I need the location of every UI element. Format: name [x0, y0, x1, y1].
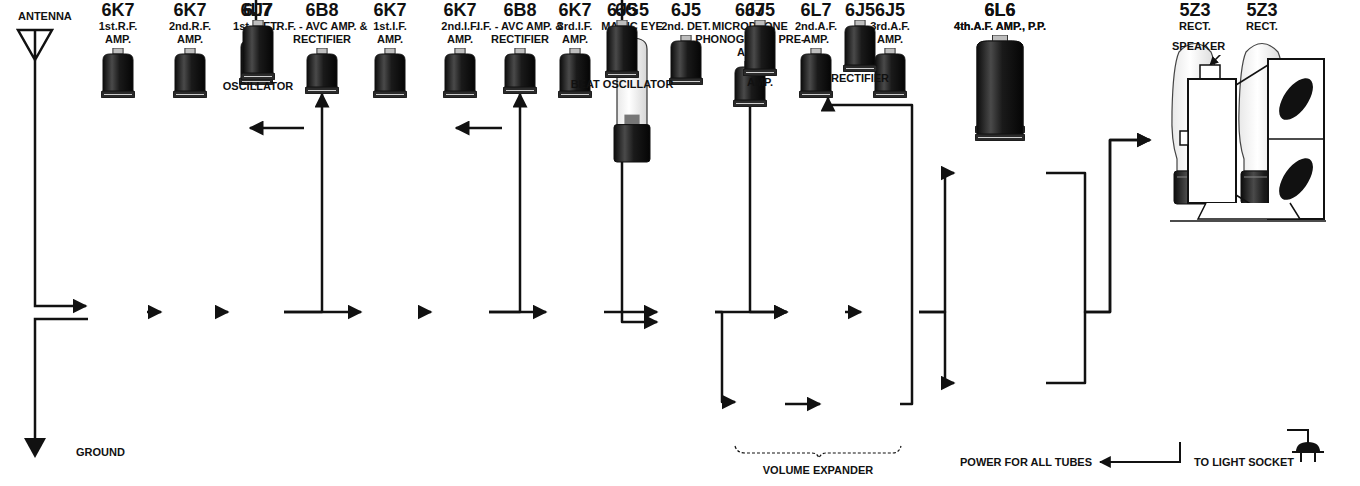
tube-function: SPEAKER	[1172, 40, 1225, 55]
tube-symbol	[558, 48, 592, 98]
tube-symbol	[101, 48, 135, 98]
tube-function: AMP.	[735, 76, 785, 91]
signal-connector	[419, 311, 431, 314]
tube-type: 6K7	[173, 0, 206, 20]
signal-connector	[828, 98, 912, 404]
note-label: GROUND	[74, 446, 127, 459]
signal-connector	[219, 311, 228, 314]
antenna-lead	[35, 60, 86, 306]
tube-type: 6J7	[243, 0, 273, 20]
signal-connector	[1046, 140, 1150, 383]
tube-function: 2nd.R.F. AMP.	[161, 20, 219, 48]
tube-type: 5Z3	[1246, 0, 1277, 20]
tube-type: 6L6	[984, 0, 1015, 20]
plug-prongs	[1292, 452, 1324, 462]
note-label: ANTENNA	[16, 10, 74, 23]
tube-node: 6K72nd.I.F. AMP.	[431, 0, 489, 98]
tube-symbol	[743, 20, 777, 76]
tube-symbol	[669, 35, 703, 85]
tube-node: 6K72nd.R.F. AMP.	[161, 0, 219, 98]
speaker-symbol	[1150, 55, 1330, 227]
tube-function: 1st.R.F. AMP.	[89, 20, 147, 48]
tube-symbol	[443, 48, 477, 98]
plug-symbol	[1296, 442, 1320, 452]
signal-connector	[845, 311, 861, 314]
tube-type: 6B8	[503, 0, 536, 20]
tube-node: 6J7OSCILLATOR	[213, 0, 303, 95]
tube-function: BEAT OSCILLATOR	[566, 78, 678, 93]
signal-connector	[604, 311, 657, 314]
note-label: TO LIGHT SOCKET	[1192, 456, 1296, 469]
avc-output-arrow	[250, 127, 304, 130]
ground-symbol	[24, 438, 46, 458]
tube-type: 6K7	[101, 0, 134, 20]
tube-function: RECTIFIER	[820, 72, 900, 87]
tube-node: 6K71st.R.F. AMP.	[89, 0, 147, 98]
ground-lead	[35, 319, 88, 440]
tube-type: 6K7	[558, 0, 591, 20]
note-label: POWER FOR ALL TUBES	[958, 456, 1094, 469]
tube-node: 6J52nd. DET.	[657, 0, 715, 85]
tube-function: RECT.	[1232, 20, 1292, 35]
tube-symbol	[843, 20, 877, 72]
plug-cord	[1287, 430, 1308, 444]
signal-connector	[489, 94, 520, 312]
tube-function: 2nd. DET.	[657, 20, 715, 35]
tube-node: 6J5RECTIFIER	[820, 0, 900, 87]
tube-symbol	[503, 48, 537, 94]
tube-type: 6B8	[305, 0, 338, 20]
speaker-node: SPEAKER	[1150, 40, 1330, 227]
signal-connector	[1046, 140, 1150, 312]
tube-symbol	[241, 20, 275, 80]
signal-connector	[147, 311, 161, 314]
group-bracket	[735, 446, 901, 458]
tube-node: 6K71st.I.F. AMP.	[361, 0, 419, 98]
signal-connector	[750, 107, 787, 312]
tube-function: R.F. - AVC AMP. & RECTIFIER	[261, 20, 383, 48]
tube-node: 6B8R.F. - AVC AMP. & RECTIFIER	[261, 0, 383, 94]
tube-type: 6K7	[443, 0, 476, 20]
signal-connector	[715, 312, 735, 402]
tube-type: 6J5	[875, 0, 905, 20]
tube-node: 6J5BEAT OSCILLATOR	[566, 0, 678, 93]
tube-function: 1st.I.F. AMP.	[361, 20, 419, 48]
tube-node: 6L64th.A.F. AMP., P.P.	[954, 0, 1046, 141]
signal-connector	[919, 312, 954, 383]
tube-symbol	[799, 48, 833, 98]
tube-node: 6J5AMP.	[735, 0, 785, 91]
signal-connector	[284, 94, 322, 312]
signal-connector	[919, 173, 954, 312]
tube-type: 6K7	[373, 0, 406, 20]
tube-symbol	[173, 48, 207, 98]
tube-symbol	[975, 35, 1025, 141]
tube-symbol	[605, 20, 639, 78]
tube-function: 3rd.I.F. AMP.	[546, 20, 604, 48]
tube-function: 4th.A.F. AMP., P.P.	[954, 20, 1046, 35]
tube-function: 2nd.A.F. AMP.	[787, 20, 845, 48]
tube-type: 6J5	[845, 0, 875, 20]
signal-connector	[785, 403, 820, 406]
tube-type: 6J5	[745, 0, 775, 20]
tube-type: 6J5	[607, 0, 637, 20]
tube-function: OSCILLATOR	[213, 80, 303, 95]
avc-output-arrow	[456, 127, 502, 130]
tube-type: 6L7	[800, 0, 831, 20]
tube-type: 6J5	[671, 0, 701, 20]
power-arrow	[1100, 442, 1180, 462]
tube-symbol	[305, 48, 339, 94]
tube-function: 2nd.I.F. AMP.	[431, 20, 489, 48]
antenna-symbol	[18, 30, 52, 60]
tube-symbol	[373, 48, 407, 98]
tube-type: 5Z3	[1179, 0, 1210, 20]
note-label: VOLUME EXPANDER	[761, 464, 875, 477]
tube-function: RECT.	[1165, 20, 1225, 35]
